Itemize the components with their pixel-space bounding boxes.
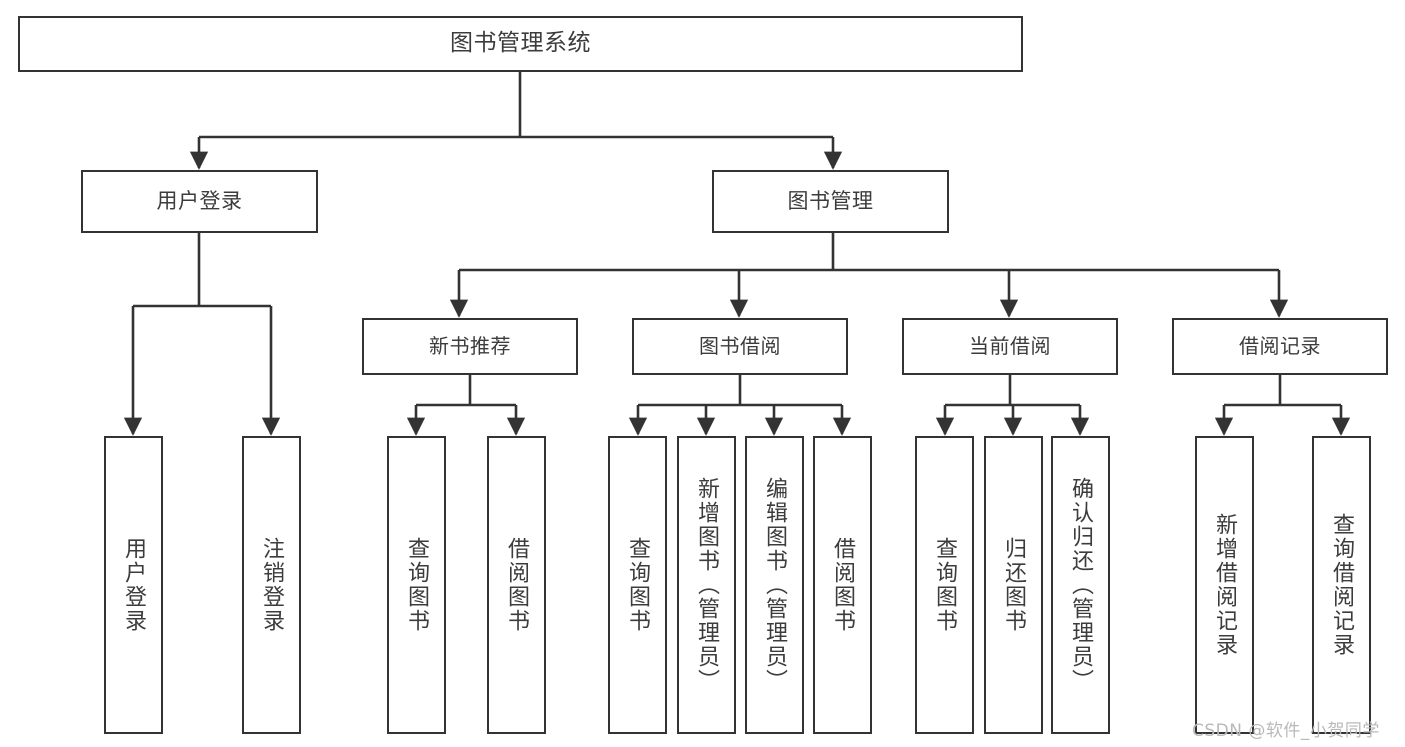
leaf-add-book-admin[interactable]: 新增图书（管理员） <box>677 436 736 734</box>
leaf-query-borrow-record[interactable]: 查询借阅记录 <box>1312 436 1371 734</box>
node-book-borrow[interactable]: 图书借阅 <box>632 318 848 375</box>
node-user-login[interactable]: 用户登录 <box>81 170 318 233</box>
node-label: 查询图书 <box>625 537 651 633</box>
leaf-query-books-recommend[interactable]: 查询图书 <box>387 436 446 734</box>
node-root-system[interactable]: 图书管理系统 <box>18 16 1023 72</box>
leaf-add-borrow-record[interactable]: 新增借阅记录 <box>1195 436 1254 734</box>
leaf-user-login[interactable]: 用户登录 <box>104 436 163 734</box>
node-label: 注销登录 <box>259 537 285 633</box>
node-label: 编辑图书（管理员） <box>762 477 788 693</box>
node-label: 图书管理 <box>787 189 874 214</box>
node-label: 归还图书 <box>1001 537 1027 633</box>
node-label: 确认归还（管理员） <box>1068 477 1094 693</box>
csdn-watermark: CSDN @软件_小贺同学 <box>1192 721 1380 741</box>
node-label: 当前借阅 <box>969 333 1051 358</box>
leaf-edit-book-admin[interactable]: 编辑图书（管理员） <box>745 436 804 734</box>
node-label: 新增借阅记录 <box>1212 513 1238 657</box>
leaf-borrow-books[interactable]: 借阅图书 <box>813 436 872 734</box>
leaf-query-books-borrow[interactable]: 查询图书 <box>608 436 667 734</box>
node-label: 借阅图书 <box>504 537 530 633</box>
node-label: 图书借阅 <box>699 333 781 358</box>
node-book-management[interactable]: 图书管理 <box>712 170 949 233</box>
leaf-return-books[interactable]: 归还图书 <box>984 436 1043 734</box>
node-borrow-record[interactable]: 借阅记录 <box>1172 318 1388 375</box>
node-new-book-recommend[interactable]: 新书推荐 <box>362 318 578 375</box>
node-label: 查询图书 <box>404 537 430 633</box>
node-label: 查询借阅记录 <box>1329 513 1355 657</box>
leaf-confirm-return-admin[interactable]: 确认归还（管理员） <box>1051 436 1110 734</box>
node-label: 用户登录 <box>156 189 243 214</box>
node-label: 用户登录 <box>121 537 147 633</box>
node-label: 新书推荐 <box>429 333 511 358</box>
node-label: 新增图书（管理员） <box>694 477 720 693</box>
node-label: 查询图书 <box>932 537 958 633</box>
leaf-borrow-books-recommend[interactable]: 借阅图书 <box>487 436 546 734</box>
node-label: 借阅图书 <box>830 537 856 633</box>
node-current-borrow[interactable]: 当前借阅 <box>902 318 1118 375</box>
leaf-logout[interactable]: 注销登录 <box>242 436 301 734</box>
node-label: 借阅记录 <box>1239 333 1321 358</box>
leaf-query-books-current[interactable]: 查询图书 <box>915 436 974 734</box>
node-label: 图书管理系统 <box>450 30 591 57</box>
